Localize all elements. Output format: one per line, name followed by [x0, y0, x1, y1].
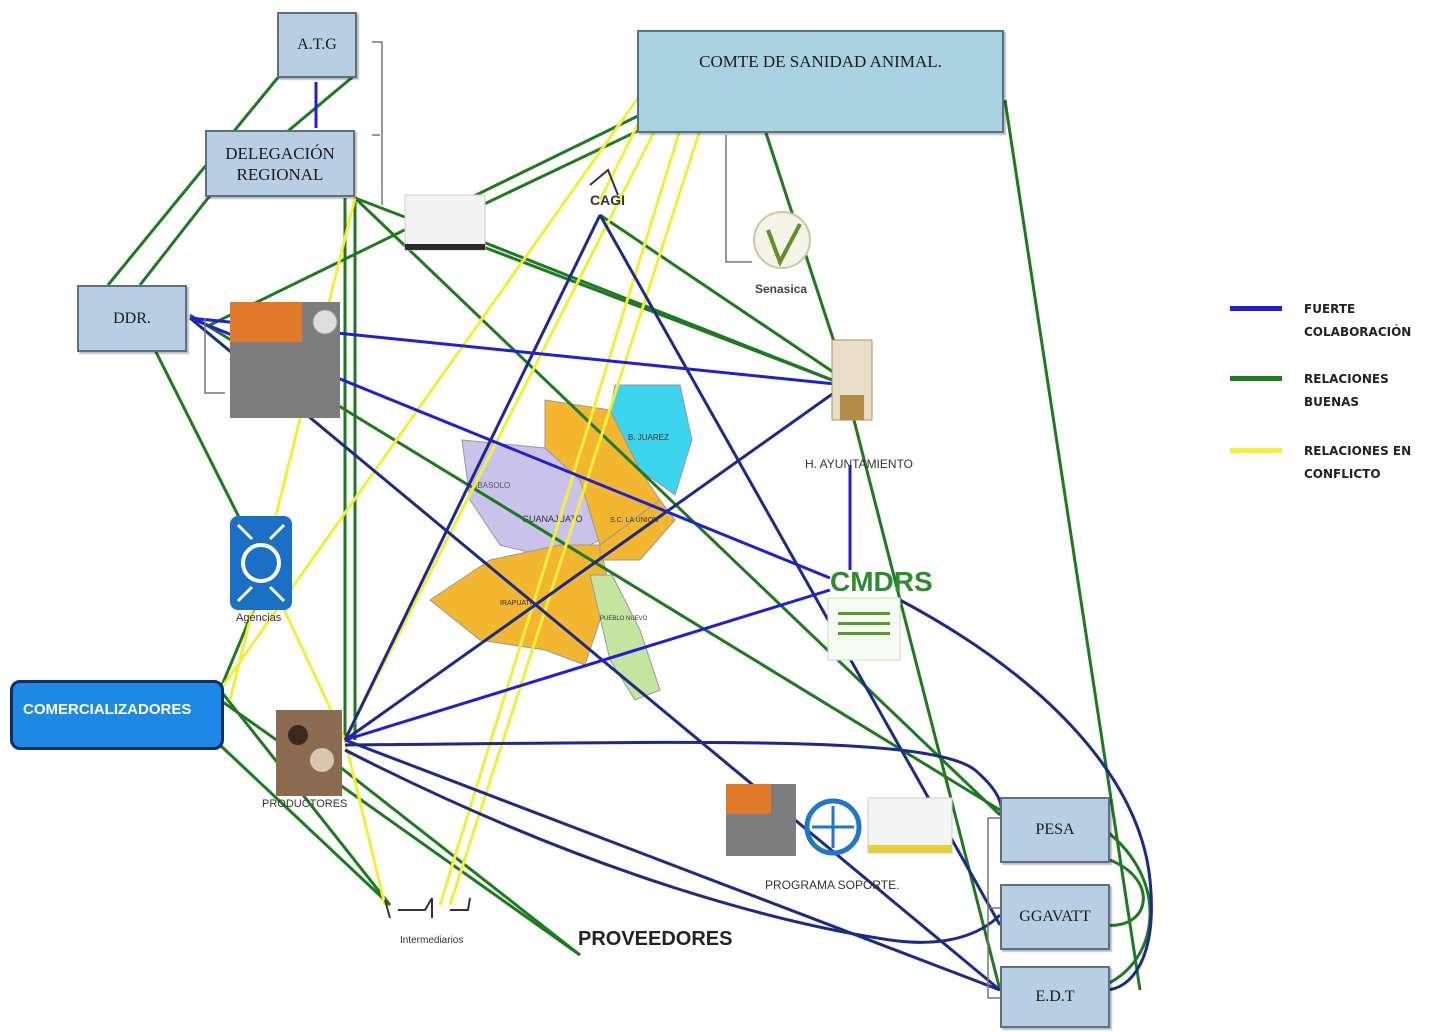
- edt-node: E.D.T: [1000, 966, 1110, 1028]
- conflict-line: [448, 129, 702, 906]
- productores-photo-icon: [276, 710, 342, 796]
- map-label-1: GUANAJUATO: [522, 514, 583, 524]
- good-line: [138, 197, 210, 286]
- senasica-label: Senasica: [755, 282, 808, 296]
- good-line: [843, 384, 1002, 991]
- bracket: [204, 318, 225, 394]
- agencias-icon: [230, 516, 292, 610]
- cmdrs-document-icon: [827, 597, 901, 661]
- legend-swatch-strong: [1230, 306, 1282, 311]
- secretaria-logo-icon: [404, 194, 486, 251]
- comercializadores-label: COMERCIALIZADORES: [23, 701, 192, 718]
- cagi-logo-icon: [589, 168, 619, 196]
- good-line: [353, 196, 1002, 817]
- legend-swatch-good: [1230, 376, 1282, 381]
- bracket: [372, 41, 383, 205]
- legend-label-conflict: RELACIONES EN CONFLICTO: [1304, 444, 1412, 481]
- conflict-line: [438, 129, 682, 906]
- comite-sanidad-animal-node: COMTE DE SANIDAD ANIMAL.: [637, 30, 1004, 133]
- conflict-line: [228, 197, 357, 701]
- navy-line: [343, 214, 602, 741]
- edt-label: E.D.T: [1035, 988, 1075, 1005]
- legend-item-strong: FUERTE COLABORACIÓN: [1230, 298, 1434, 344]
- strong-line: [344, 588, 831, 742]
- navy-line: [344, 748, 1002, 944]
- ayuntamiento-label: H. AYUNTAMIENTO: [805, 457, 914, 471]
- navy-line: [344, 383, 846, 742]
- comite-sanidad-animal-label: COMTE DE SANIDAD ANIMAL.: [699, 52, 942, 71]
- map-region-pueblonuevo: [589, 574, 661, 701]
- intermediarios-icon: [384, 897, 471, 919]
- ddr-label: DDR.: [113, 309, 151, 327]
- conflict-line: [343, 129, 657, 741]
- bracket: [725, 135, 752, 263]
- sagarpa-logo-icon: [230, 302, 340, 418]
- conflict-line: [598, 119, 642, 201]
- legend-item-good: RELACIONES BUENAS: [1230, 368, 1434, 414]
- good-line: [599, 213, 846, 382]
- ggavatt-label: GGAVATT: [1019, 908, 1091, 925]
- productores-label: PRODUCTORES: [262, 798, 348, 810]
- conflict-line: [343, 739, 387, 906]
- comercializadores-node: COMERCIALIZADORES: [10, 680, 224, 750]
- map-label-4: IRAPUATO: [500, 600, 536, 607]
- legend-label-strong: FUERTE COLABORACIÓN: [1304, 302, 1412, 339]
- proveedores-label: PROVEEDORES: [578, 928, 733, 950]
- good-line: [218, 689, 392, 906]
- delegacion-regional-label: DELEGACIÓN REGIONAL: [225, 143, 335, 184]
- atg-label: A.T.G: [297, 36, 337, 53]
- map-label-2: B. JUAREZ: [628, 433, 669, 442]
- cagi-label: CAGI: [590, 192, 625, 208]
- navy-line: [189, 316, 1001, 992]
- pesa-label: PESA: [1035, 821, 1075, 838]
- navy-line: [344, 740, 1003, 816]
- good-line: [1104, 858, 1145, 927]
- bracket-connectors: [204, 41, 1000, 999]
- legend-item-conflict: RELACIONES EN CONFLICTO: [1230, 440, 1434, 486]
- legend-swatch-conflict: [1230, 448, 1282, 453]
- pesa-node: PESA: [1000, 797, 1110, 863]
- good-line: [219, 698, 581, 957]
- cmdrs-label: CMDRS: [830, 566, 933, 597]
- intermediarios-label: Intermediarios: [400, 935, 464, 946]
- ddr-node: DDR.: [77, 285, 187, 352]
- good-line: [218, 743, 392, 907]
- atg-node: A.T.G: [277, 12, 357, 78]
- map-label-0: ABASOLO: [472, 481, 510, 490]
- navy-line: [344, 738, 1001, 992]
- programa-soporte-icon: [726, 784, 953, 856]
- senasica-logo-icon: [753, 211, 811, 269]
- navy-line: [899, 598, 1153, 992]
- map-label-3: S.C. LA UNION: [610, 517, 658, 524]
- ayuntamiento-logo-icon: [831, 339, 873, 421]
- delegacion-regional-node: DELEGACIÓN REGIONAL: [205, 130, 355, 197]
- agencias-label: Agencias: [236, 612, 282, 624]
- map-label-5: PUEBLO NUEVO: [600, 616, 648, 622]
- legend-label-good: RELACIONES BUENAS: [1304, 372, 1389, 409]
- ggavatt-node: GGAVATT: [1000, 884, 1110, 950]
- programa-soporte-label: PROGRAMA SOPORTE.: [765, 878, 900, 892]
- good-line: [106, 74, 282, 286]
